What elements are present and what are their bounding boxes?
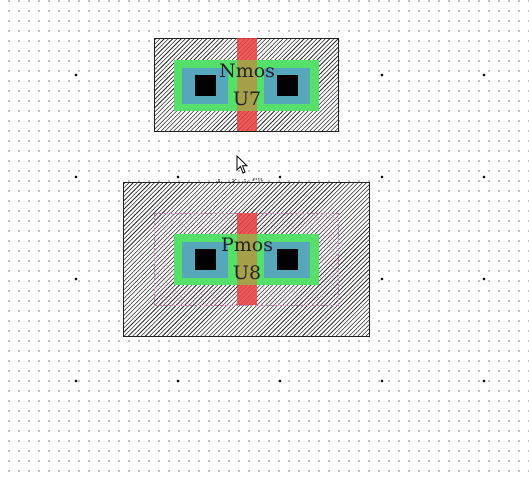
device-ref-label: U7: [232, 88, 262, 110]
arrow-pointer-icon: [236, 155, 248, 174]
device-type-label: Pmos: [221, 234, 273, 256]
drain-contact: [277, 75, 298, 96]
device-type-label: Nmos: [219, 60, 275, 82]
nmos-device-u7[interactable]: Nmos U7: [154, 38, 339, 132]
gate-channel: [237, 234, 257, 285]
source-contact: [195, 75, 216, 96]
source-contact: [195, 249, 216, 270]
gate-channel: [237, 60, 257, 111]
device-ref-label: U8: [232, 262, 262, 284]
drain-contact: [277, 249, 298, 270]
pmos-device-u8[interactable]: Pmos U8: [123, 182, 370, 337]
